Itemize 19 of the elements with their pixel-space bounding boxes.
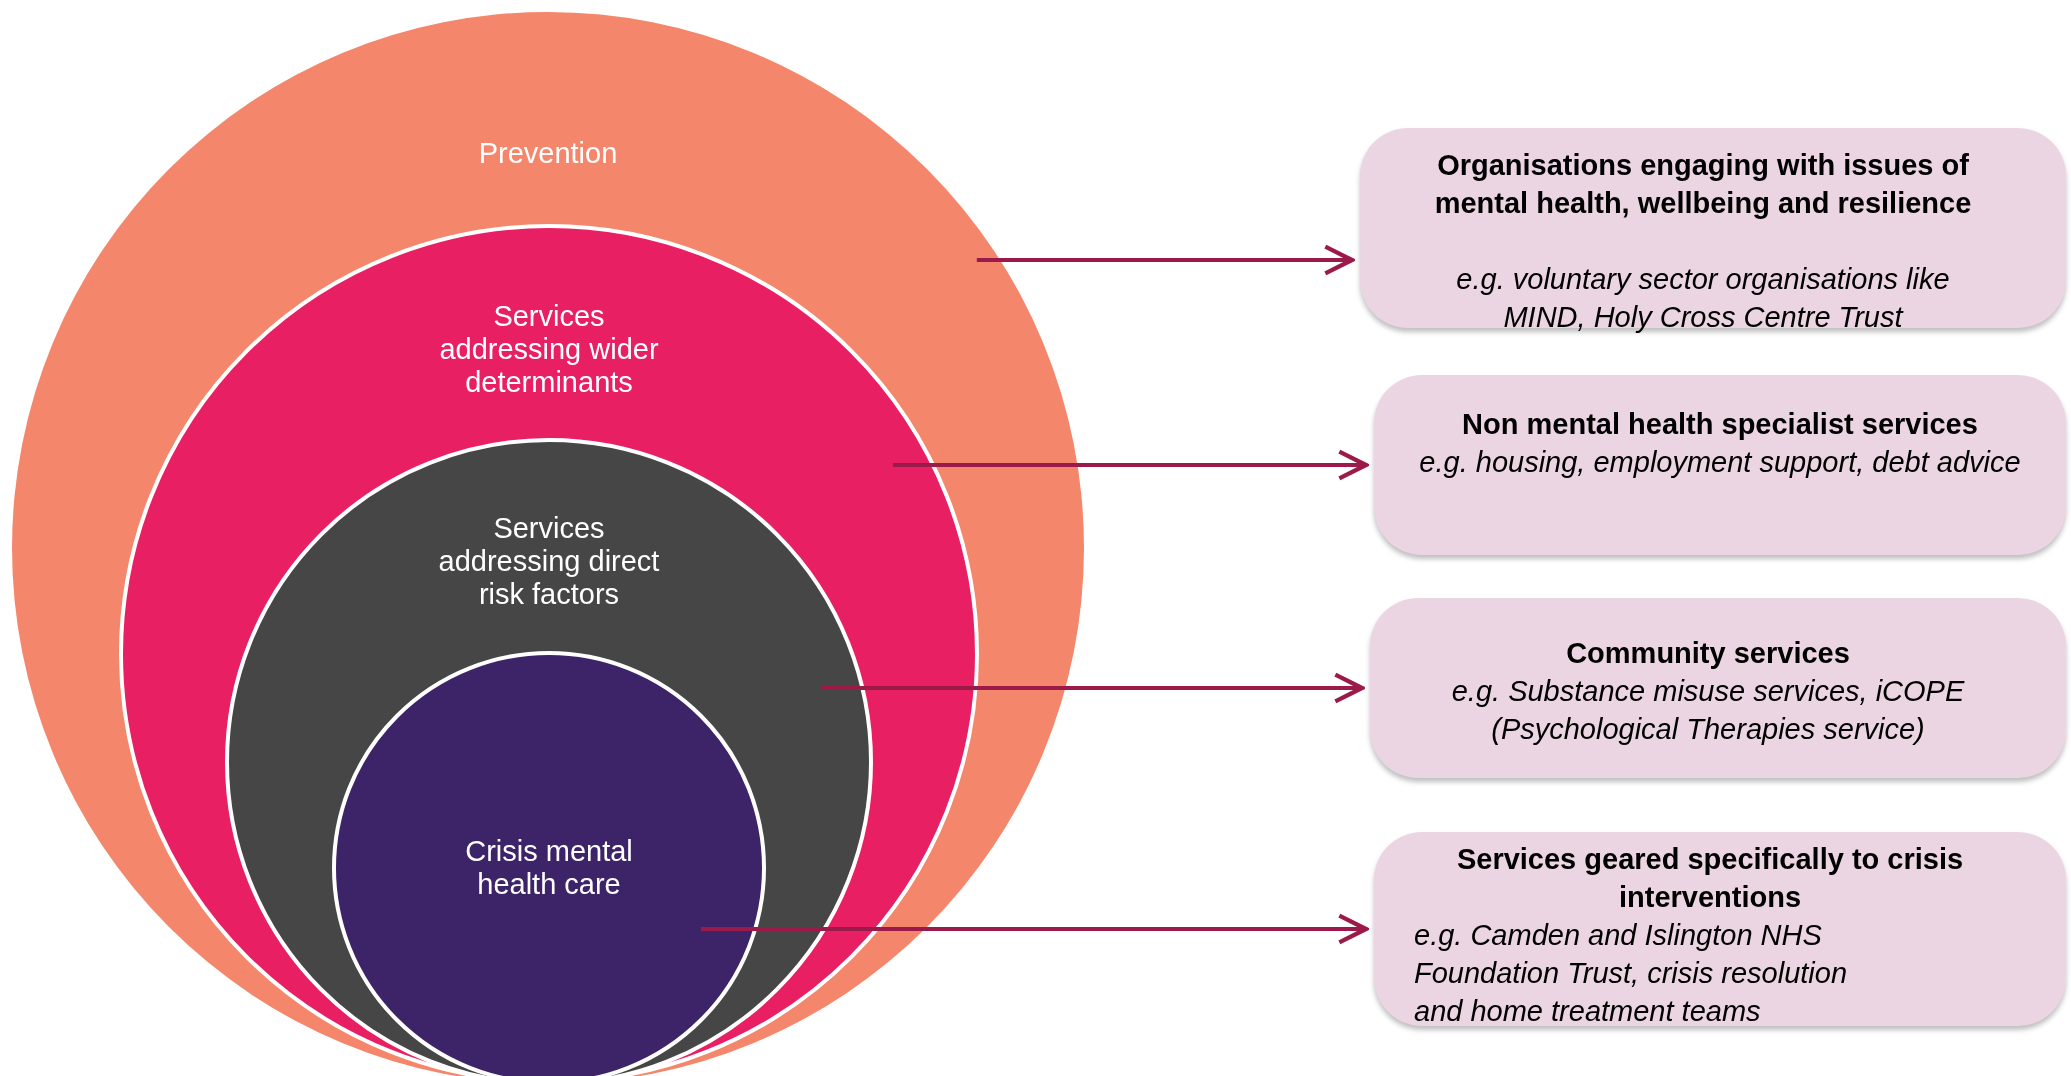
arrow xyxy=(700,913,1369,945)
description-box xyxy=(1370,598,2066,778)
circle-label: Crisis mental health care xyxy=(464,835,634,901)
circle-label: Services addressing direct risk factors xyxy=(437,512,661,611)
box-heading: Community services xyxy=(1565,636,1851,671)
box-heading: Organisations engaging with issues of mental health, wellbeing and resilience xyxy=(1433,148,1973,221)
box-heading: Non mental health specialist services xyxy=(1461,407,1979,442)
arrow xyxy=(976,244,1355,276)
example-text: e.g. Substance misuse services, iCOPE (Psychological Therapies service) xyxy=(1450,674,1966,747)
box-heading: Services geared specifically to crisis interventions xyxy=(1455,842,1965,915)
arrow xyxy=(821,672,1365,704)
circle-label: Services addressing wider determinants xyxy=(438,300,660,399)
example-text: e.g. Camden and Islington NHS Foundation Trust, crisis resolution and home treatment teams xyxy=(1414,918,1849,1029)
example-text: e.g. voluntary sector organisations like MIND, Holy Cross Centre Trust xyxy=(1455,262,1951,335)
example-text: e.g. housing, employment support, debt advice xyxy=(1418,445,2022,480)
description-box xyxy=(1374,375,2066,555)
arrow xyxy=(893,449,1369,481)
description-box xyxy=(1374,832,2066,1026)
circle-label: Prevention xyxy=(477,137,619,170)
